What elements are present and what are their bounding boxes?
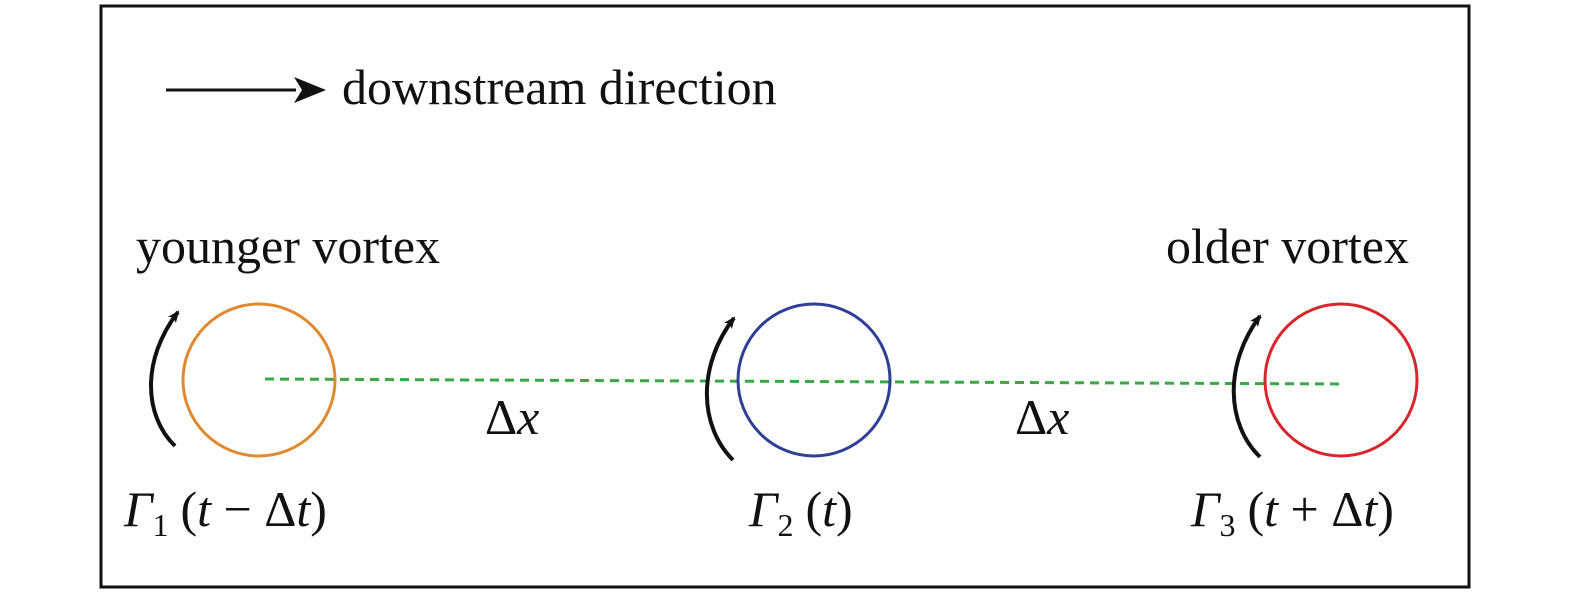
- delta-symbol: Δ: [1331, 481, 1363, 537]
- time-variable: t: [822, 481, 837, 537]
- right-arrow-icon: [166, 77, 326, 103]
- gamma-symbol: Γ: [123, 481, 155, 537]
- subscript: 2: [777, 507, 793, 543]
- open-paren: (: [1247, 481, 1264, 537]
- delta-symbol: Δ: [264, 481, 296, 537]
- vortex-circle-younger: [181, 302, 337, 458]
- vortex-title-younger: younger vortex: [136, 218, 440, 274]
- vortex-centerline: [264, 377, 1346, 386]
- close-paren: ): [310, 481, 327, 537]
- circulation-label-middle: Γ2 (t): [748, 481, 853, 543]
- vortex-circle-middle: [736, 302, 892, 458]
- time-variable: t: [197, 481, 212, 537]
- operator: +: [1278, 481, 1331, 537]
- x-variable: x: [516, 389, 539, 445]
- counterclockwise-arrow-icon: [705, 316, 736, 462]
- open-paren: (: [805, 481, 822, 537]
- gamma-symbol: Γ: [1190, 481, 1222, 537]
- diagram-border: [99, 4, 1471, 589]
- counterclockwise-arrow-icon: [149, 310, 180, 448]
- spacing-label-2: Δx: [1015, 389, 1069, 445]
- circulation-label-younger: Γ1(t − Δt): [123, 481, 327, 543]
- time-variable: t: [1264, 481, 1279, 537]
- counterclockwise-arrow-icon: [1231, 314, 1262, 459]
- vortex-circle-older: [1263, 302, 1419, 458]
- spacing-label-1: Δx: [485, 389, 539, 445]
- circulation-label-older: Γ3(t + Δt): [1190, 481, 1394, 543]
- legend: downstream direction: [166, 59, 777, 115]
- subscript: 1: [152, 507, 168, 543]
- x-variable: x: [1046, 389, 1069, 445]
- gamma-symbol: Γ: [748, 481, 780, 537]
- vortex-title-older: older vortex: [1166, 218, 1409, 274]
- close-paren: ): [836, 481, 853, 537]
- operator: −: [211, 481, 264, 537]
- delta-symbol: Δ: [1015, 389, 1047, 445]
- downstream-direction-label: downstream direction: [342, 59, 777, 115]
- open-paren: (: [180, 481, 197, 537]
- delta-symbol: Δ: [485, 389, 517, 445]
- time-variable: t: [296, 481, 311, 537]
- subscript: 3: [1219, 507, 1235, 543]
- close-paren: ): [1377, 481, 1394, 537]
- time-variable: t: [1363, 481, 1378, 537]
